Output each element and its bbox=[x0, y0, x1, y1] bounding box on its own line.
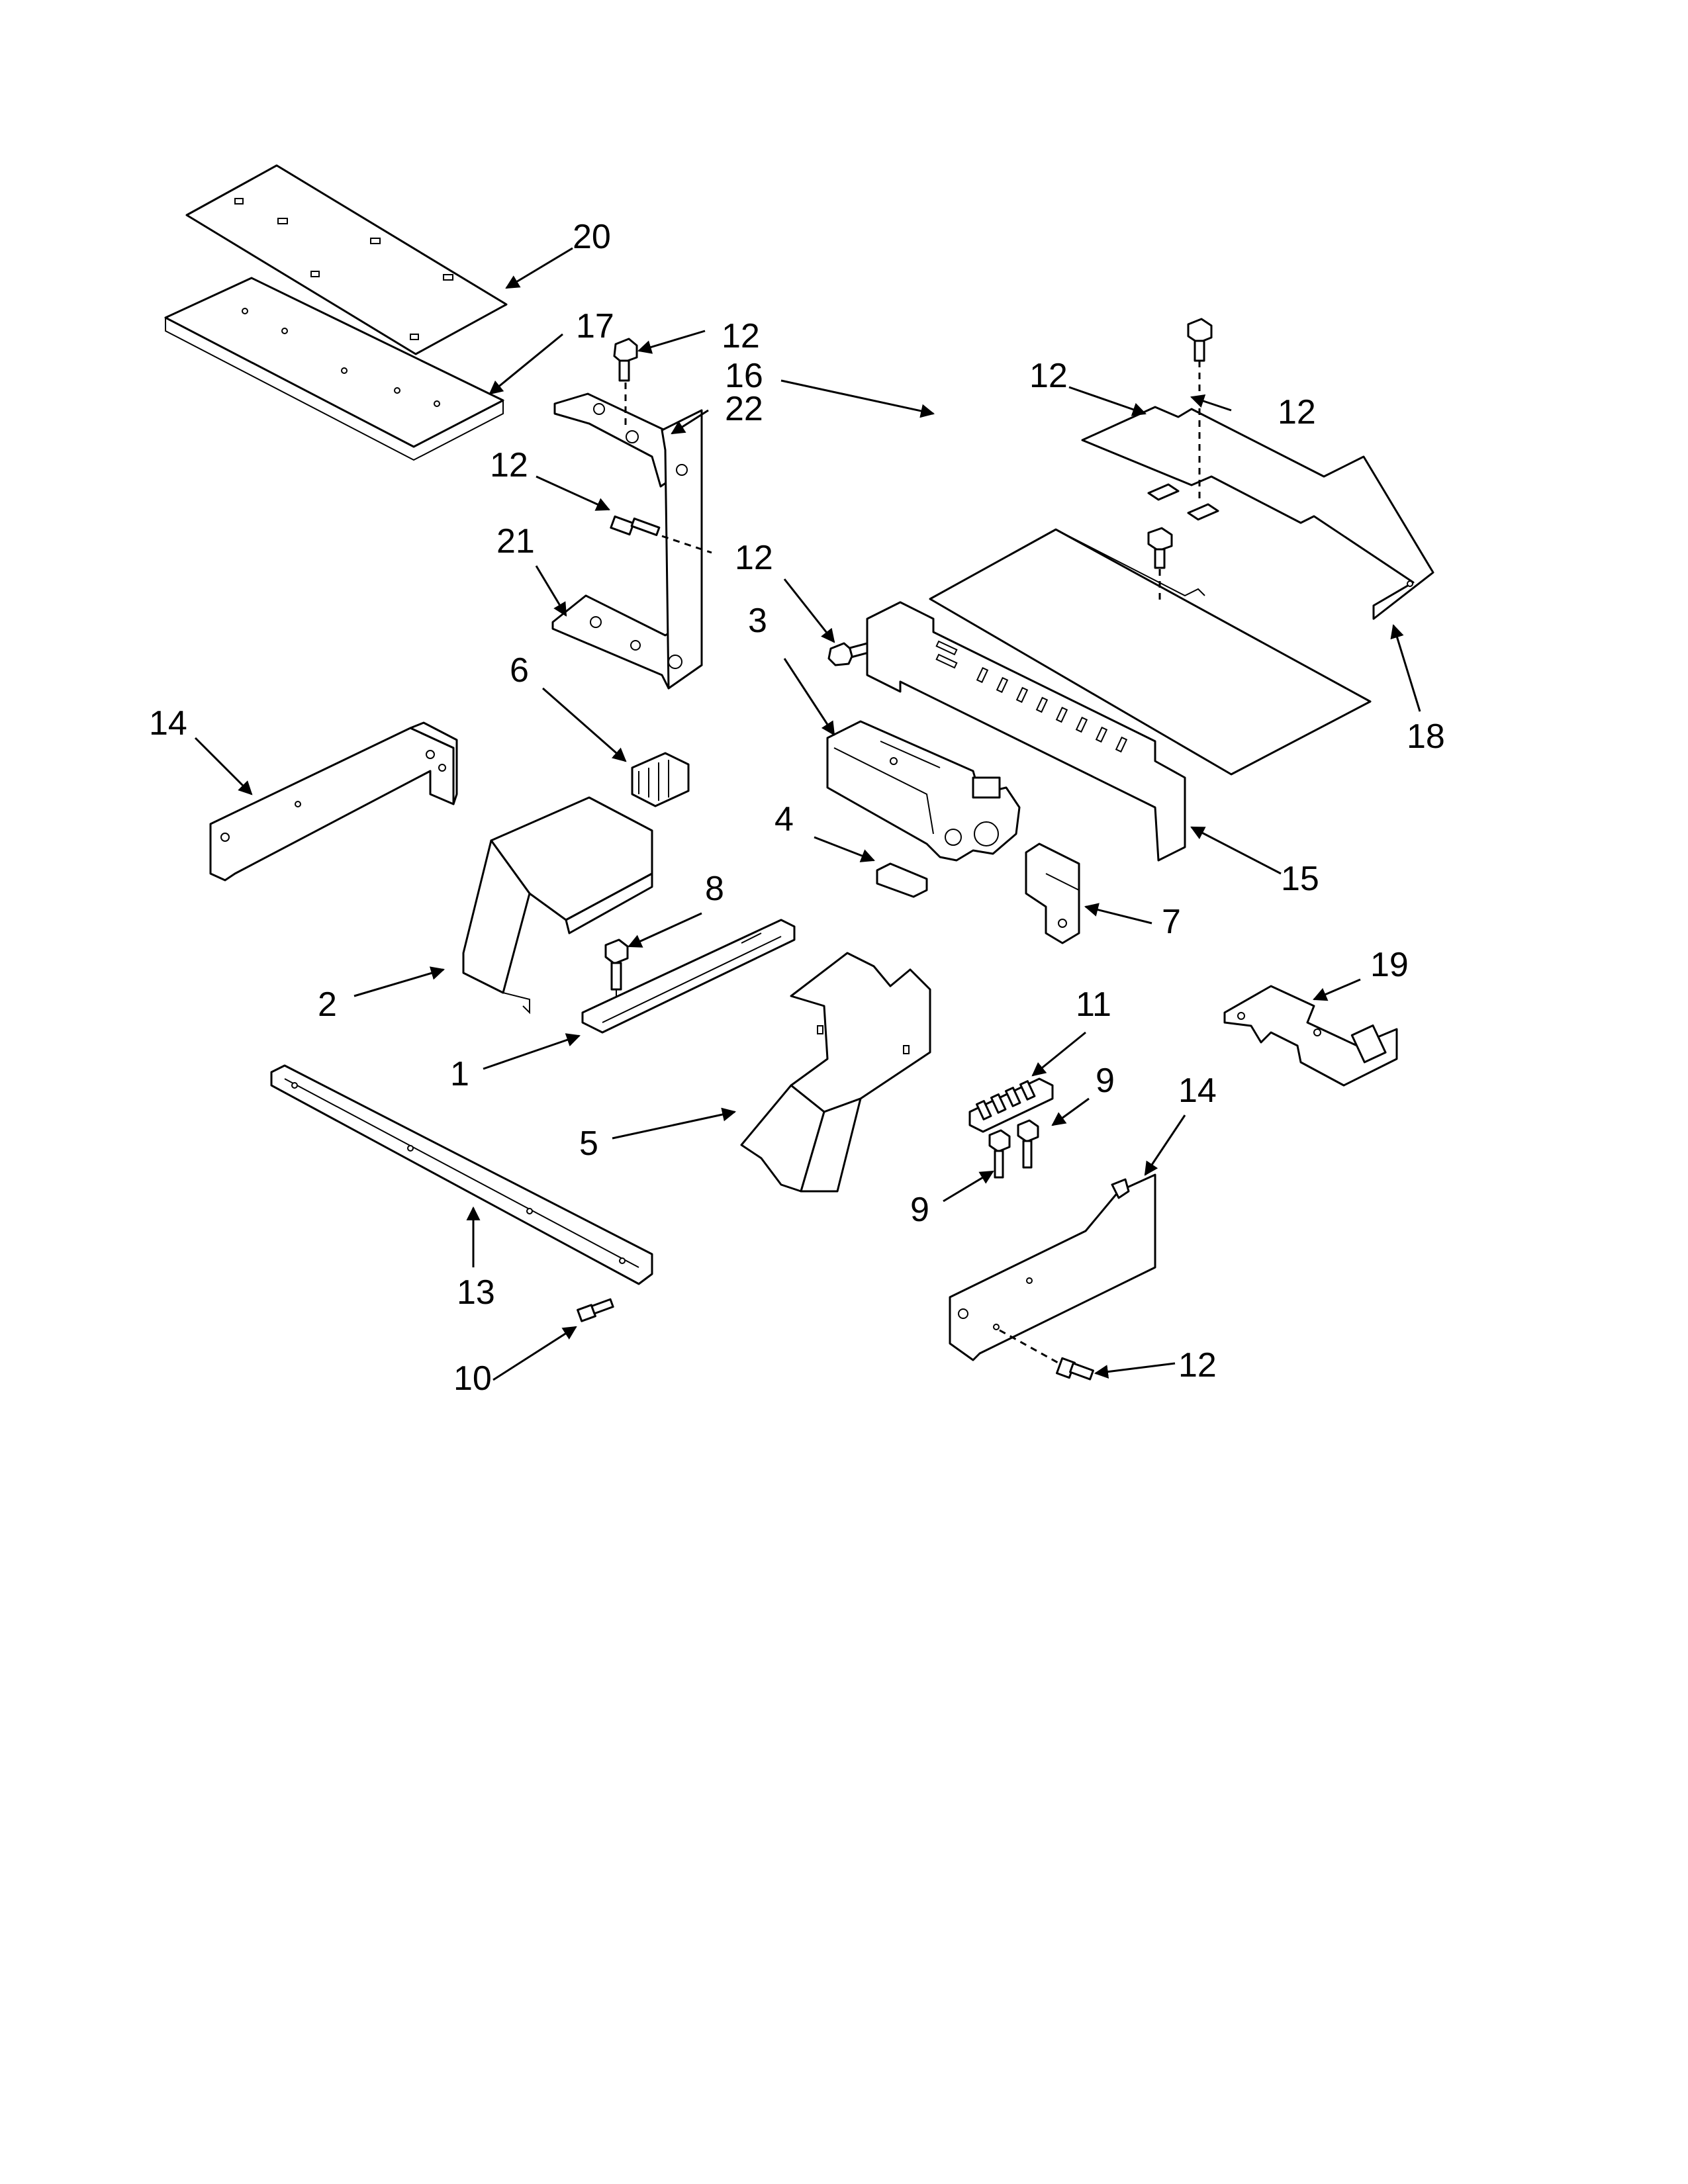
screw-12-on-14 bbox=[1055, 1357, 1094, 1381]
callout-labels: 20 17 12 22 12 21 6 16 12 12 12 3 18 14 … bbox=[149, 218, 1445, 1398]
callout-12: 12 bbox=[1278, 393, 1316, 432]
part-4-small-block bbox=[876, 862, 928, 898]
part-11-terminal-strip bbox=[968, 1077, 1054, 1133]
callout-12: 12 bbox=[1178, 1346, 1217, 1385]
leader-lines bbox=[194, 247, 1421, 1381]
part-22-bracket bbox=[553, 392, 677, 488]
callout-14: 14 bbox=[1178, 1071, 1217, 1110]
callout-22: 22 bbox=[725, 390, 763, 428]
screw-9-b bbox=[988, 1129, 1011, 1179]
part-2-duct-cover bbox=[462, 796, 653, 1015]
screw-10 bbox=[577, 1298, 614, 1322]
callout-18: 18 bbox=[1407, 717, 1445, 756]
callout-9: 9 bbox=[910, 1191, 929, 1229]
screw-12-on-21 bbox=[610, 515, 712, 554]
callout-10: 10 bbox=[453, 1359, 492, 1398]
callout-12: 12 bbox=[735, 539, 773, 577]
callout-9: 9 bbox=[1096, 1062, 1115, 1100]
callout-12: 12 bbox=[490, 446, 528, 484]
screw-12-on-22 bbox=[613, 338, 638, 430]
callout-3: 3 bbox=[748, 602, 767, 640]
callout-5: 5 bbox=[579, 1124, 598, 1163]
screw-8 bbox=[604, 938, 629, 1016]
part-15-vent-panel bbox=[866, 601, 1186, 862]
callout-13: 13 bbox=[457, 1273, 495, 1312]
callout-12: 12 bbox=[722, 317, 760, 355]
part-13-channel-rail bbox=[270, 1064, 653, 1285]
callout-8: 8 bbox=[705, 870, 724, 908]
callout-6: 6 bbox=[510, 651, 529, 690]
callout-17: 17 bbox=[576, 307, 614, 345]
screw-9-a bbox=[1017, 1119, 1039, 1169]
screw-12-on-18 bbox=[1187, 318, 1213, 503]
part-14-right-side-rail bbox=[949, 1173, 1156, 1365]
callout-20: 20 bbox=[573, 218, 611, 256]
part-20-top-cover-sheet bbox=[185, 164, 508, 355]
part-5-lower-duct bbox=[740, 952, 931, 1193]
callout-16: 16 bbox=[725, 357, 763, 395]
part-17-support-tray bbox=[164, 277, 504, 461]
callout-1: 1 bbox=[450, 1055, 469, 1093]
callout-2: 2 bbox=[318, 985, 337, 1024]
part-7-small-bracket bbox=[1025, 842, 1080, 944]
part-3-blower-assembly bbox=[826, 720, 1021, 862]
part-21-l-bracket bbox=[551, 409, 703, 690]
part-16-top-plate bbox=[929, 528, 1372, 776]
callout-14: 14 bbox=[149, 704, 187, 743]
part-18-cover-plate bbox=[1081, 406, 1434, 620]
part-1-mounting-plate bbox=[581, 919, 796, 1034]
callout-7: 7 bbox=[1162, 903, 1181, 941]
part-14-left-side-rail bbox=[209, 721, 458, 882]
callout-12: 12 bbox=[1029, 357, 1068, 395]
screw-12-on-16 bbox=[1147, 527, 1173, 602]
callout-21: 21 bbox=[496, 522, 535, 561]
callout-19: 19 bbox=[1370, 946, 1409, 984]
callout-11: 11 bbox=[1076, 985, 1111, 1024]
screw-12-on-15 bbox=[827, 641, 872, 666]
part-19-switch-bracket bbox=[1223, 985, 1398, 1087]
callout-4: 4 bbox=[774, 800, 794, 839]
callout-15: 15 bbox=[1281, 860, 1319, 898]
part-6-terminal-block bbox=[631, 752, 690, 807]
